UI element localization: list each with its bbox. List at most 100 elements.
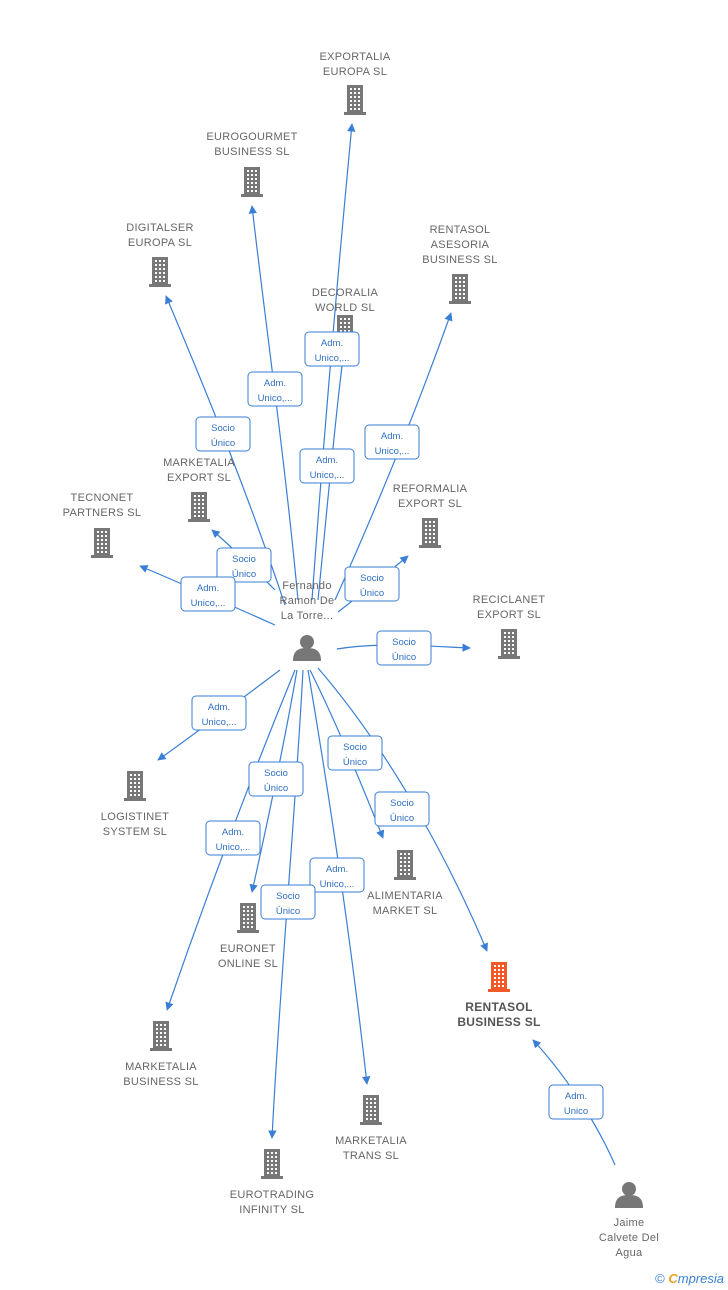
badge-label: Único (276, 906, 300, 917)
node-label: MARKETALIA (125, 1061, 197, 1073)
node-label: MARKETALIA (335, 1135, 407, 1147)
logo-initial: C (668, 1271, 678, 1286)
node-label: EXPORTALIA (319, 51, 390, 63)
building-icon[interactable] (360, 1095, 382, 1125)
empresia-logo: © Cmpresia (655, 1271, 724, 1286)
building-icon[interactable] (124, 771, 146, 801)
node-tecnonet[interactable]: TECNONET PARTNERS SL (63, 492, 142, 558)
node-label: RENTASOL (430, 224, 491, 236)
relation-badge[interactable]: Adm. Unico,... (247, 371, 303, 407)
person-icon[interactable] (615, 1182, 643, 1208)
node-label: ASESORIA (431, 239, 490, 251)
badge-label: Adm. (321, 338, 343, 349)
building-icon[interactable] (261, 1149, 283, 1179)
node-marketalia-business[interactable]: MARKETALIA BUSINESS SL (123, 1021, 198, 1088)
node-label: EUROPA SL (128, 237, 192, 249)
relation-badge[interactable]: Adm. Unico,... (309, 857, 365, 893)
node-label: BUSINESS SL (123, 1076, 198, 1088)
relation-badge[interactable]: Adm. Unico,... (180, 576, 236, 612)
node-label: EUROPA SL (323, 66, 387, 78)
building-icon[interactable] (498, 629, 520, 659)
node-label: EXPORT SL (398, 498, 462, 510)
node-label: EUROGOURMET (206, 131, 297, 143)
badge-label: Único (232, 569, 256, 580)
building-icon[interactable] (241, 167, 263, 197)
building-icon[interactable] (188, 492, 210, 522)
building-icon[interactable] (419, 518, 441, 548)
building-icon[interactable] (488, 962, 510, 992)
building-icon[interactable] (449, 274, 471, 304)
node-label: DIGITALSER (126, 222, 194, 234)
badge-label: Adm. (326, 864, 348, 875)
node-reciclanet[interactable]: RECICLANET EXPORT SL (473, 594, 546, 659)
person-icon[interactable] (293, 635, 321, 661)
building-icon[interactable] (237, 903, 259, 933)
badge-label: Unico,... (216, 842, 251, 853)
relation-badge[interactable]: Adm. Unico,... (205, 820, 261, 856)
node-label: EUROTRADING (230, 1189, 315, 1201)
building-icon[interactable] (149, 257, 171, 287)
node-rentasol-asesoria[interactable]: RENTASOL ASESORIA BUSINESS SL (422, 224, 497, 304)
node-label: RENTASOL (465, 1000, 533, 1014)
node-eurotrading[interactable]: EUROTRADING INFINITY SL (230, 1149, 315, 1216)
badge-label: Unico,... (315, 353, 350, 364)
badge-label: Único (360, 588, 384, 599)
node-eurogourmet[interactable]: EUROGOURMET BUSINESS SL (206, 131, 297, 197)
node-label: BUSINESS SL (422, 254, 497, 266)
badge-label: Adm. (222, 827, 244, 838)
node-exportalia[interactable]: EXPORTALIA EUROPA SL (319, 51, 391, 115)
node-label: SYSTEM SL (103, 826, 167, 838)
building-icon[interactable] (150, 1021, 172, 1051)
relation-badge[interactable]: Adm.Unico,... (299, 448, 355, 484)
node-label: BUSINESS SL (214, 146, 289, 158)
relation-badge[interactable]: Adm. Unico,... (304, 331, 360, 367)
node-label: RECICLANET (473, 594, 546, 606)
badge-label: Unico,... (320, 879, 355, 890)
building-icon[interactable] (394, 850, 416, 880)
badge-label: Adm. (197, 583, 219, 594)
badge-label: Adm. (264, 378, 286, 389)
badge-label: Unico,... (258, 393, 293, 404)
node-label: EXPORT SL (167, 472, 231, 484)
node-label: Ramon De (280, 595, 335, 607)
node-label: BUSINESS SL (457, 1015, 540, 1029)
badge-label: Unico (564, 1106, 588, 1117)
badge-label: Unico,... (191, 598, 226, 609)
badge-label: Único (392, 652, 416, 663)
relation-badge[interactable]: Adm.Unico (548, 1084, 604, 1120)
building-icon[interactable] (344, 85, 366, 115)
node-label: Calvete Del (599, 1232, 659, 1244)
building-icon[interactable] (91, 528, 113, 558)
node-label: INFINITY SL (239, 1204, 304, 1216)
badge-label: Unico,... (375, 446, 410, 457)
node-label: TECNONET (71, 492, 134, 504)
copyright-symbol: © (655, 1271, 665, 1286)
relation-badge[interactable]: Adm.Unico,... (364, 424, 420, 460)
badge-label: Socio (232, 554, 256, 565)
badge-label: Socio (276, 891, 300, 902)
node-label: Agua (616, 1247, 643, 1259)
node-label: EXPORT SL (477, 609, 541, 621)
node-digitalser[interactable]: DIGITALSER EUROPA SL (126, 222, 194, 287)
relation-badge[interactable]: Adm.Unico,... (191, 695, 247, 731)
nodes-layer: EXPORTALIA EUROPA SL EUROGOURMET BUSINESS S… (63, 51, 659, 1259)
node-label: PARTNERS SL (63, 507, 142, 519)
